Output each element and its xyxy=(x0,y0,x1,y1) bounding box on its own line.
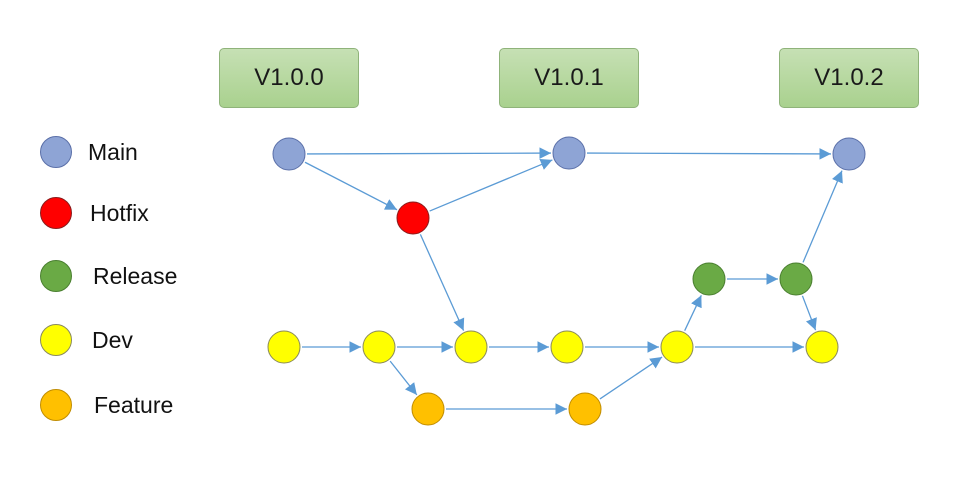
commit-node-dev3 xyxy=(454,330,488,364)
commit-node-dev5 xyxy=(660,330,694,364)
version-tag-label: V1.0.2 xyxy=(814,64,884,91)
edge-rel2-to-main3 xyxy=(802,170,843,263)
version-tag-v100: V1.0.0 xyxy=(219,48,359,108)
commit-node-main1 xyxy=(272,137,306,171)
edge-hotfix1-to-main2 xyxy=(429,159,553,212)
legend-label-dev: Dev xyxy=(92,326,133,353)
version-tag-v102: V1.0.2 xyxy=(779,48,919,108)
legend-label-hotfix: Hotfix xyxy=(90,199,149,226)
commit-node-rel2 xyxy=(779,262,813,296)
release-dot-icon xyxy=(40,260,72,292)
edge-main2-to-main3 xyxy=(586,148,832,160)
legend-label-feature: Feature xyxy=(94,391,174,418)
commit-node-main3 xyxy=(832,137,866,171)
feature-dot-icon xyxy=(40,389,72,421)
legend-item-hotfix: Hotfix xyxy=(40,196,149,230)
commit-node-dev2 xyxy=(362,330,396,364)
legend-item-main: Main xyxy=(40,135,138,169)
commit-node-rel1 xyxy=(692,262,726,296)
version-tag-label: V1.0.1 xyxy=(534,64,604,91)
commit-node-hotfix1 xyxy=(396,201,430,235)
commit-node-dev6 xyxy=(805,330,839,364)
commit-node-feat1 xyxy=(411,392,445,426)
edge-main1-to-main2 xyxy=(306,147,552,159)
commit-node-dev4 xyxy=(550,330,584,364)
edge-rel2-to-dev6 xyxy=(801,295,817,331)
legend-label-main: Main xyxy=(88,138,138,165)
hotfix-dot-icon xyxy=(40,197,72,229)
main-dot-icon xyxy=(40,136,72,168)
version-tag-v101: V1.0.1 xyxy=(499,48,639,108)
edge-dev5-to-rel1 xyxy=(684,295,702,331)
commit-node-main2 xyxy=(552,136,586,170)
version-tag-label: V1.0.0 xyxy=(254,64,324,91)
edge-dev2-to-feat1 xyxy=(389,360,418,396)
dev-dot-icon xyxy=(40,324,72,356)
commit-node-dev1 xyxy=(267,330,301,364)
edge-feat2-to-dev5 xyxy=(599,356,663,400)
edge-hotfix1-to-dev3 xyxy=(419,234,465,331)
edge-main1-to-hotfix1 xyxy=(304,161,398,211)
legend-item-feature: Feature xyxy=(40,388,173,422)
commit-node-feat2 xyxy=(568,392,602,426)
legend-item-dev: Dev xyxy=(40,323,133,357)
legend-item-release: Release xyxy=(40,259,177,293)
legend-label-release: Release xyxy=(93,262,178,289)
